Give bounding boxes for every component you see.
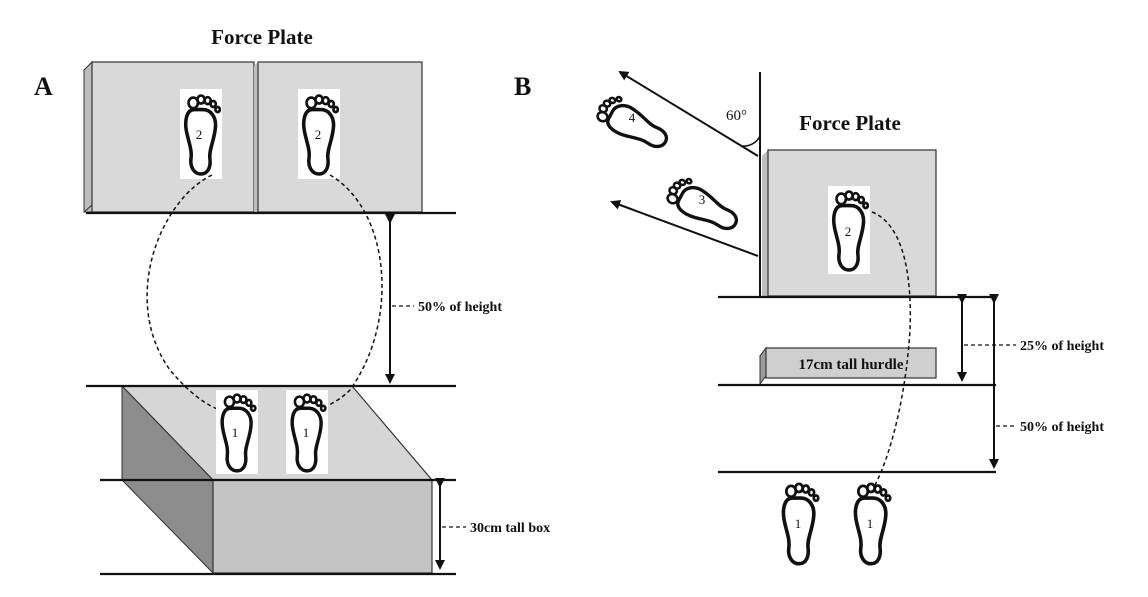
foot-number: 1: [232, 425, 239, 440]
panel-b-letter: B: [514, 72, 531, 101]
foot-number: 2: [845, 224, 852, 239]
panel-a-letter: A: [34, 72, 53, 101]
cut-direction-arrow-upper: [618, 70, 759, 157]
landing-foot-b: 2: [828, 186, 870, 274]
start-foot-right-a: 1: [286, 390, 328, 474]
foot-number: 1: [795, 516, 802, 531]
height-label-lower-b: 50% of height: [1020, 420, 1104, 435]
panel-b-force-plate-title: Force Plate: [799, 111, 901, 135]
hurdle: 17cm tall hurdle: [759, 346, 937, 386]
panel-a-force-plate-title: Force Plate: [211, 25, 313, 49]
height-label-upper-b: 25% of height: [1020, 339, 1104, 354]
angle-label: 60°: [726, 108, 747, 124]
cut-direction-arrow-lower: [610, 200, 759, 257]
start-foot-left-a: 1: [216, 390, 258, 474]
landing-foot-right-a: 2: [298, 89, 340, 179]
foot-number: 2: [196, 127, 203, 142]
foot-number: 3: [699, 192, 706, 207]
angle-arc: [741, 135, 761, 147]
hurdle-label: 17cm tall hurdle: [799, 357, 904, 373]
force-plate-a: [83, 60, 423, 213]
start-foot-left-b: 1: [781, 481, 820, 566]
box-label: 30cm tall box: [470, 521, 550, 536]
foot-number: 4: [629, 110, 636, 125]
step-foot-4: 4: [591, 89, 676, 157]
foot-number: 1: [867, 516, 874, 531]
trajectory-left-a: [146, 174, 229, 413]
landing-foot-left-a: 2: [180, 89, 222, 179]
start-foot-right-b: 1: [853, 481, 892, 566]
foot-number: 1: [303, 425, 310, 440]
step-foot-3: 3: [661, 171, 746, 239]
panel-b: B Force Plate 60° 4 3 2: [514, 70, 1104, 566]
panel-a: A Force Plate 2 2 50% of height: [34, 25, 550, 576]
height-label-a: 50% of height: [418, 300, 502, 315]
foot-number: 2: [315, 127, 322, 142]
